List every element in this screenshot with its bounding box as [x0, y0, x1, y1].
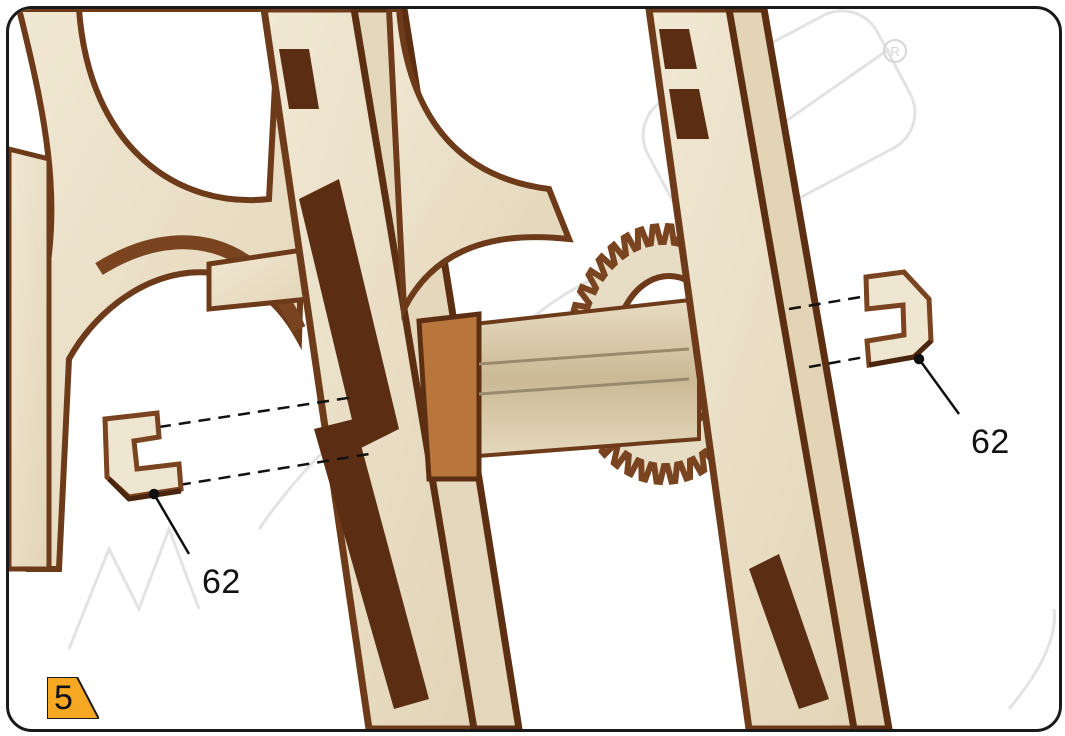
part-number-callout: 62 — [202, 563, 241, 602]
instruction-panel: 62 62 R 5 — [6, 6, 1062, 732]
rear-frame — [389, 9, 569, 309]
assembly-illustration — [9, 9, 1059, 729]
part-number-callout: 62 — [971, 423, 1010, 462]
registered-trademark-icon: R — [881, 37, 909, 65]
part-62-right — [866, 272, 931, 365]
step-number: 5 — [54, 679, 73, 718]
svg-text:R: R — [890, 44, 899, 59]
